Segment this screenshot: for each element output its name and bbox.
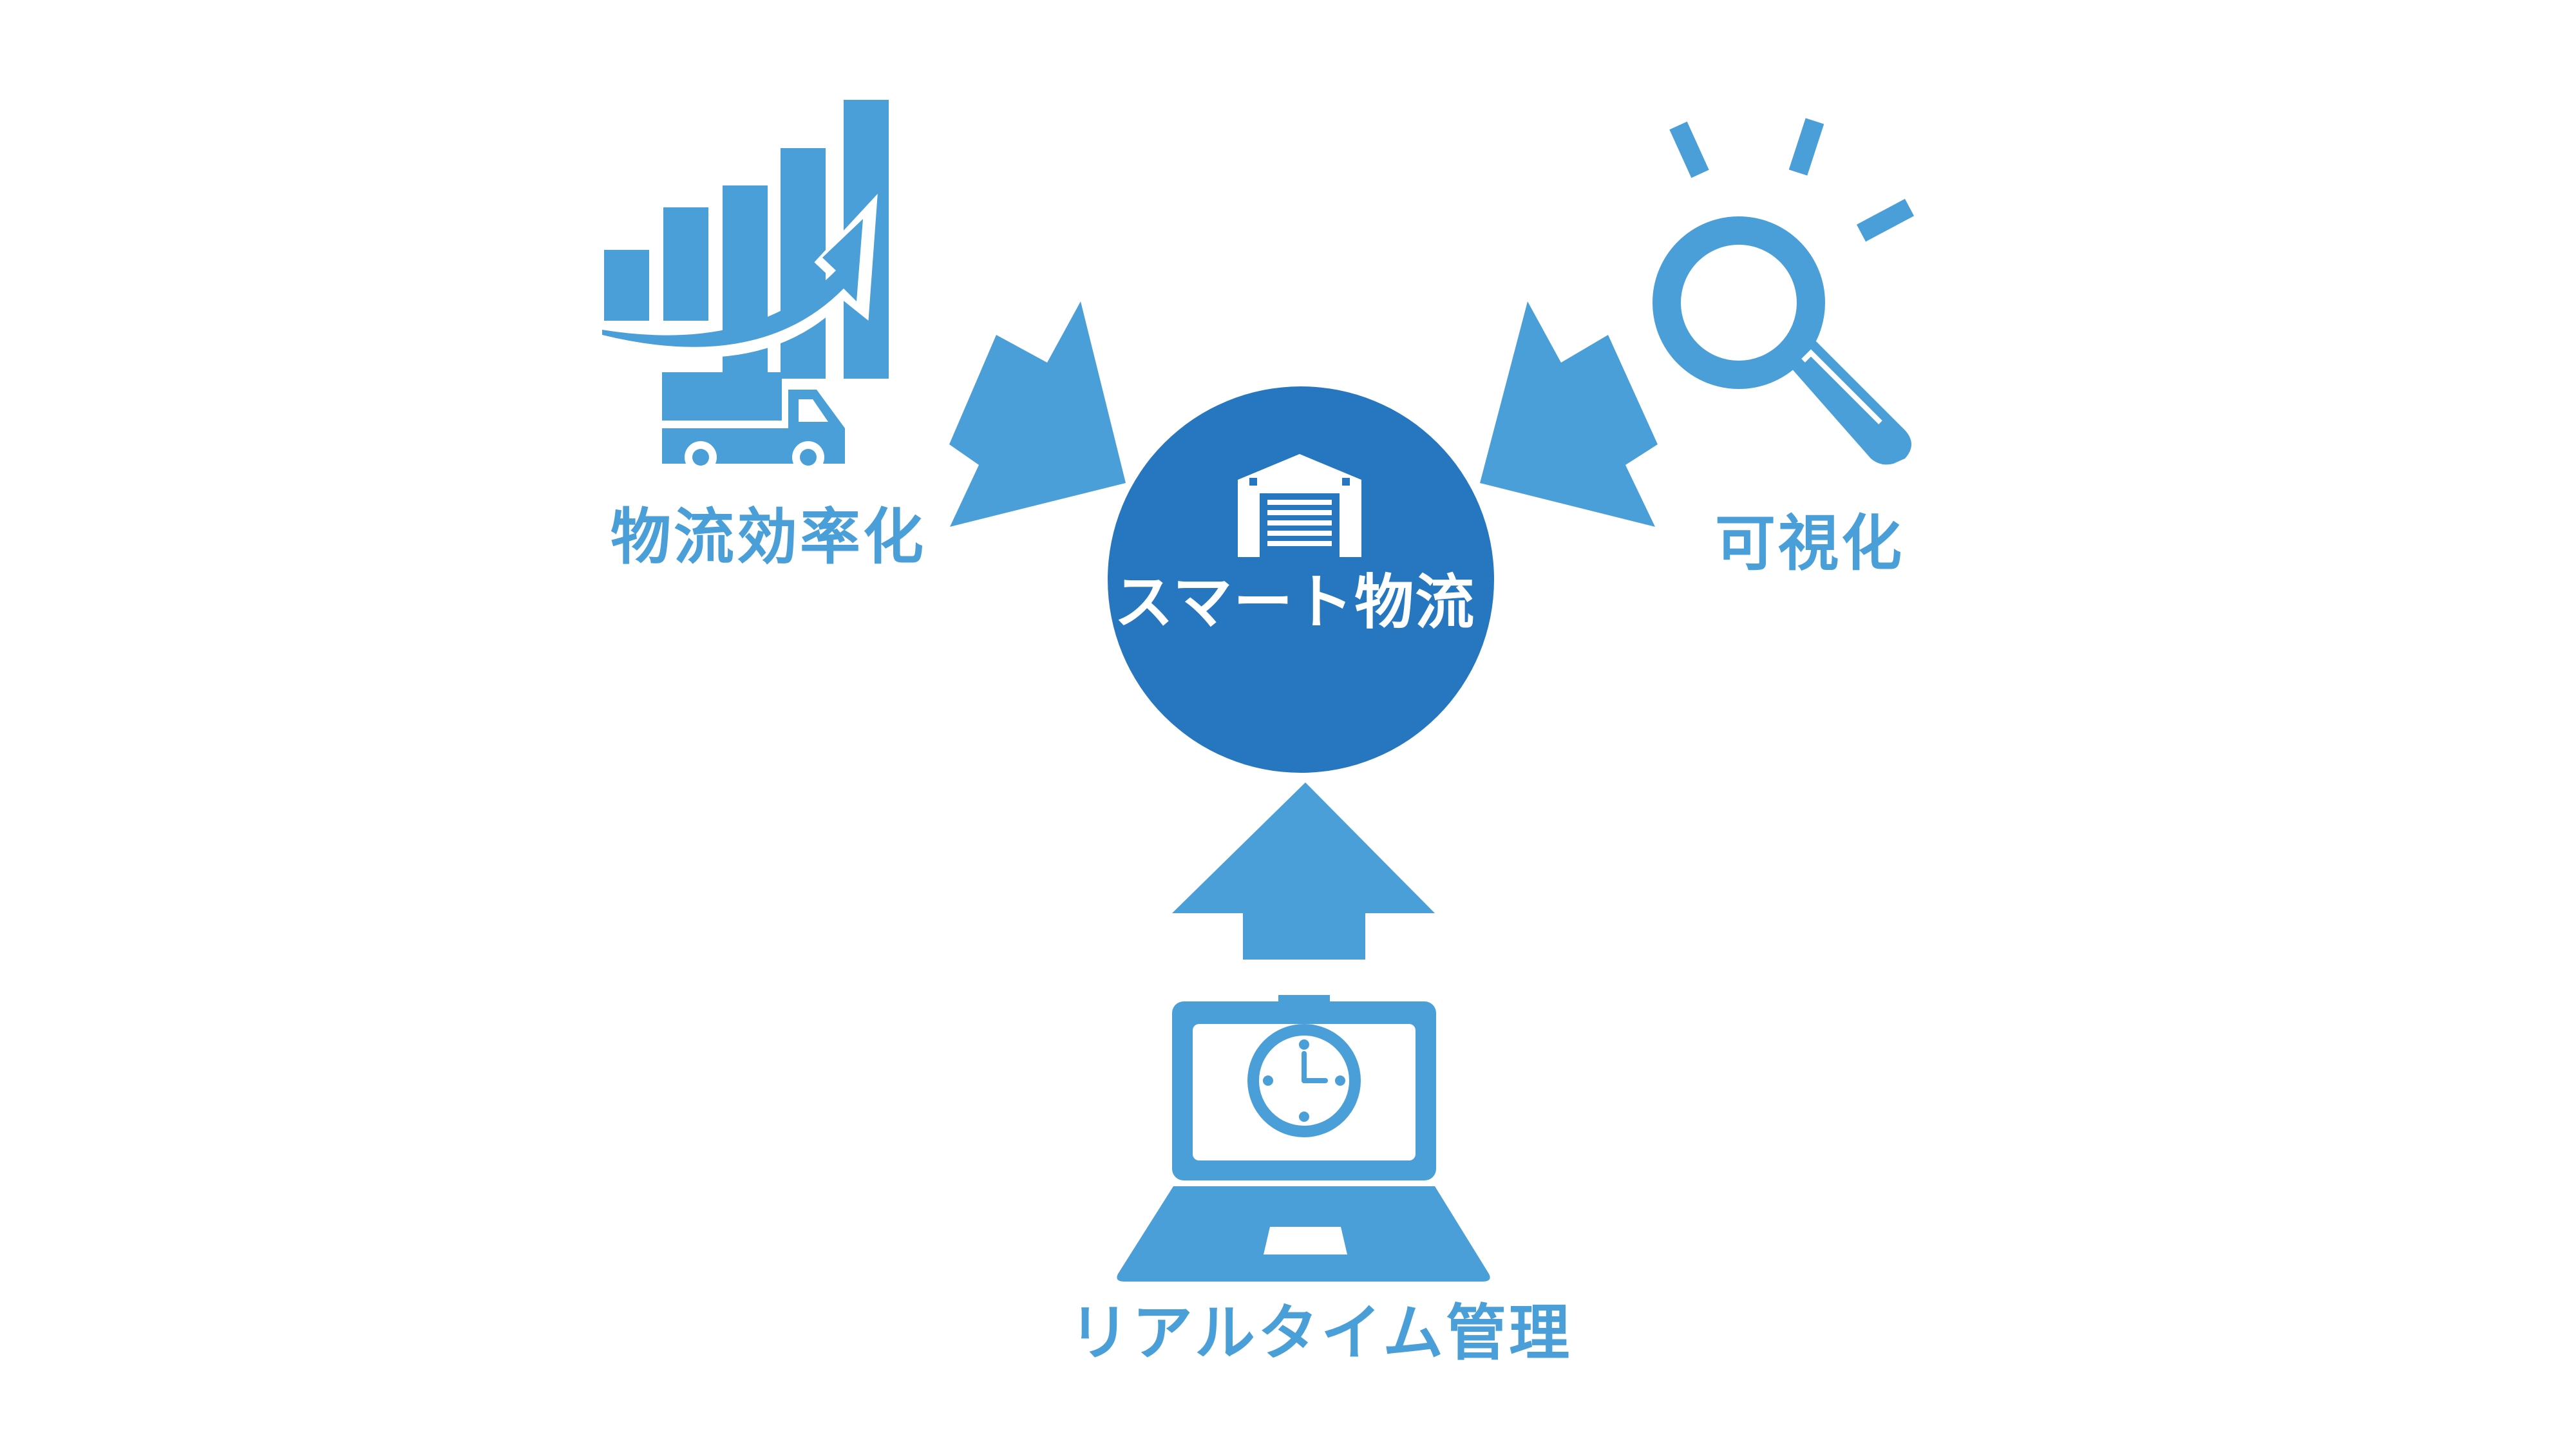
clock-tick (1299, 1039, 1309, 1050)
realtime-label: リアルタイム管理 (1069, 1298, 1573, 1368)
clock-tick (1299, 1112, 1309, 1122)
arrow-realtime-to-center (1172, 782, 1435, 960)
chart-bar (663, 207, 708, 321)
laptop-clock-icon (1117, 995, 1490, 1282)
truck-wheel (692, 449, 709, 466)
arrow-visibility-to-center (1480, 301, 1658, 527)
clock-tick (1335, 1075, 1345, 1086)
truck-wheel (800, 449, 817, 466)
clock-crown-stem (1296, 1005, 1312, 1018)
magnifier-icon (1653, 118, 1915, 465)
clock-tick (1263, 1075, 1273, 1086)
center-label: スマート物流 (1114, 568, 1476, 637)
magnifier-lens (1653, 216, 1825, 389)
truck-window (799, 399, 828, 422)
truck-cargo (662, 372, 782, 421)
sparkle-ray (1788, 118, 1824, 176)
rising-arrow-inner (602, 219, 863, 347)
center-circle (1108, 386, 1494, 773)
magnifier-handle (1790, 341, 1911, 465)
clock-crown (1278, 995, 1330, 1004)
efficiency-label: 物流効率化 (611, 502, 927, 573)
sparkle-ray (1669, 121, 1709, 178)
arrow-efficiency-to-center (949, 301, 1126, 527)
magnifier-handle-highlight (1801, 349, 1882, 424)
laptop-trackpad (1264, 1227, 1347, 1255)
chart-bar (604, 250, 649, 321)
truck-growth-chart-icon (587, 100, 889, 473)
sparkle-ray (1856, 198, 1915, 242)
warehouse-icon (1238, 454, 1361, 557)
visibility-label: 可視化 (1714, 509, 1904, 579)
